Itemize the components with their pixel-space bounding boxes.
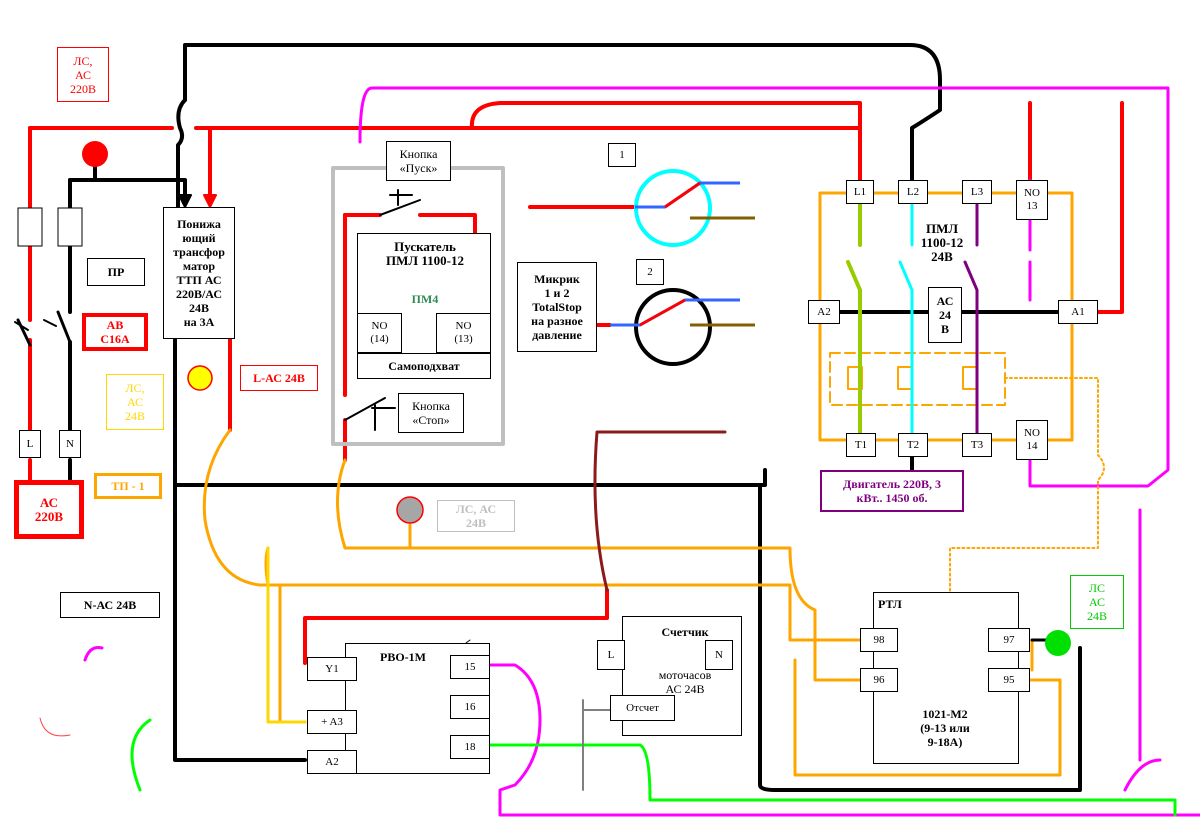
stop-button-box: Кнопка «Стоп» [398,393,464,433]
pm4-label: ПМ4 [411,292,439,306]
rtl-98: 98 [860,628,898,652]
pml-a2: A2 [808,300,840,324]
rvo-15: 15 [450,655,490,679]
microswitch-label: Микрик 1 и 2 TotalStop на разное давлени… [517,262,597,352]
label-ls-ac-24-gray: ЛС, АС 24В [437,500,515,532]
pml-t3: T3 [962,433,992,457]
counter-l: L [597,640,625,670]
pml-no13: NO 13 [1016,180,1048,220]
l24-wires-orange [202,191,1074,777]
neutral-arrow [178,194,192,208]
self-hold-label: Самоподхват [357,353,491,379]
start-button-symbol [379,189,421,216]
start-button-box: Кнопка «Пуск» [386,141,451,181]
rtl-model: 1021-М2 (9-13 или 9-18А) [920,707,970,749]
label-l-ac-24: L-АС 24В [240,365,318,391]
fuse-icon [17,207,43,247]
indicator-lamp-red [82,141,108,167]
rvo-18: 18 [450,735,490,759]
label-tp1: ТП - 1 [94,473,162,499]
a3-wire-yellow [266,546,307,724]
rvo-16: 16 [450,695,490,719]
pml-coil: АС 24 В [928,287,962,343]
switch-1-number: 1 [608,143,636,167]
rvo-title: РВО-1М [380,650,426,664]
indicator-lamp-yellow [187,365,213,391]
counter-n: N [705,640,733,670]
label-ls-ac-24-green: ЛС АС 24В [1070,575,1124,629]
fuse-icon [57,207,83,247]
counter-reset: Отсчет [610,695,675,721]
pml-l2: L2 [898,180,928,204]
phase-l1-lime [846,198,862,435]
green-wire [488,743,1177,817]
phase-arrow [203,194,217,208]
rvo-a2: A2 [307,750,357,774]
motor-label: Двигатель 220В, 3 кВт.. 1450 об. [820,470,964,512]
rtl-title: РТЛ [878,597,902,611]
counter-title: Счетчик [661,625,709,639]
stop-button-symbol [344,397,396,431]
pml-t2: T2 [898,433,928,457]
label-av-breaker: АВ С16А [82,313,148,351]
phase-l3-purple [963,198,979,435]
starter-no14: NO (14) [357,313,402,353]
rtl-96: 96 [860,668,898,692]
rtl-95: 95 [988,668,1030,692]
contact-block-dashed [829,352,1006,406]
pml-a1: A1 [1058,300,1098,324]
rtl-97: 97 [988,628,1030,652]
rvo-y1: Y1 [307,657,357,681]
indicator-lamp-green [1045,630,1071,656]
switch-2-microswitch-contact [610,288,755,366]
indicator-lamp-gray [396,496,424,524]
label-pr: ПР [87,258,145,286]
green-arc [130,718,152,792]
pml-l1: L1 [846,180,874,204]
label-n-ac-24: N-АС 24В [60,592,160,618]
starter-no13: NO (13) [436,313,491,353]
terminal-l: L [19,430,41,458]
label-ls-ac-220: ЛС, АС 220В [57,47,109,102]
label-ac-220: АС 220В [14,480,84,539]
terminal-n: N [59,430,81,458]
pml-no14: NO 14 [1016,420,1048,460]
switch-2-number: 2 [636,259,664,285]
counter-wire-brown [593,430,727,592]
switch-1-microswitch-contact [634,169,755,247]
starter-title: Пускатель ПМЛ 1100-12 [386,239,464,268]
pml-t1: T1 [846,433,876,457]
red-arc [39,717,71,737]
pml-title: ПМЛ 1100-12 24В [920,221,964,264]
rvo-a3: + A3 [307,710,357,734]
mechanical-link-dotted [949,377,1105,691]
counter-sub: моточасов АС 24В [658,668,712,696]
phase-wires-red [28,101,1124,665]
phase-l2-cyan [898,198,914,435]
label-ls-ac-24-yellow: ЛС, АС 24В [106,374,164,430]
transformer-box: Понижа ющий трансфор матор ТТП АС 220В/А… [163,207,235,339]
pml-l3: L3 [962,180,992,204]
